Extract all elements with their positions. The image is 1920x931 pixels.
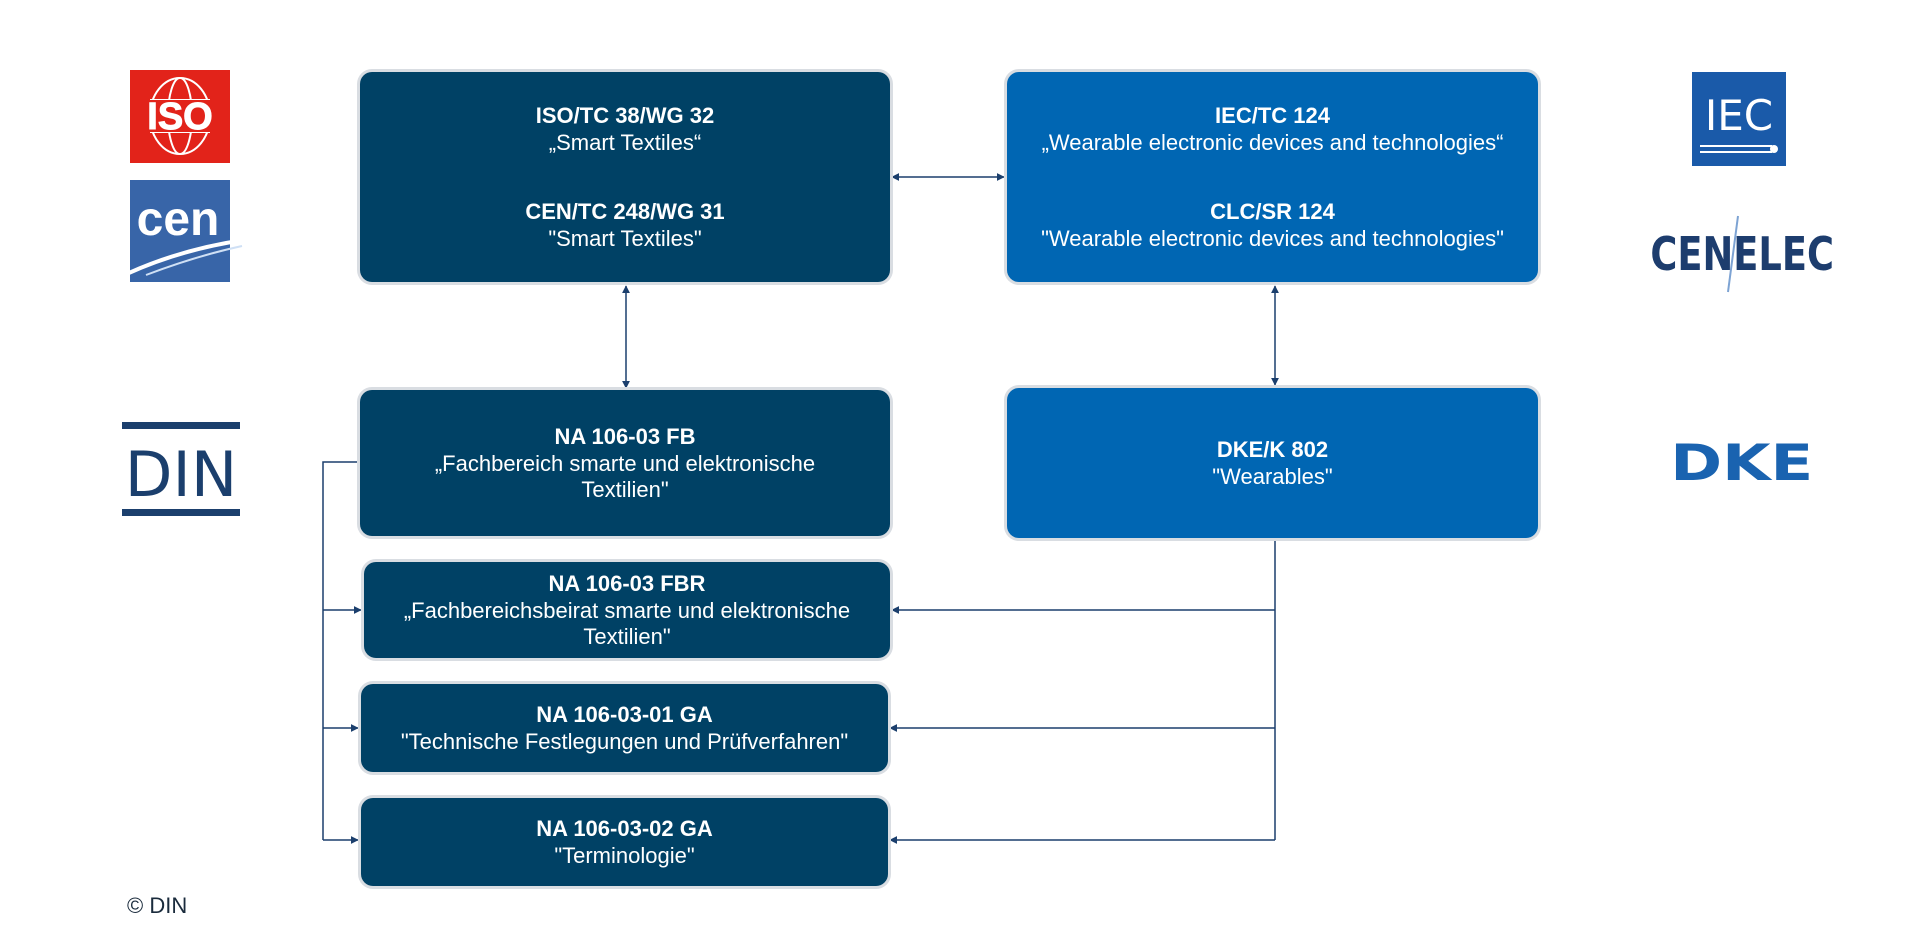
box-na-ga02-subtitle: "Terminologie" — [554, 843, 695, 868]
iec-logo: IEC — [1692, 72, 1786, 166]
cen-logo: cen — [117, 180, 245, 282]
box-na-ga02-title: NA 106-03-02 GA — [536, 816, 713, 841]
iso-logo: ISO — [130, 70, 230, 163]
box-na-fbr: NA 106-03 FBR „Fachbereichsbeirat smarte… — [364, 562, 890, 658]
box-dke-title: DKE/K 802 — [1216, 437, 1329, 462]
box-iso-subtitle: „Smart Textiles“ — [548, 130, 702, 155]
box-clc-title: CLC/SR 124 — [1210, 199, 1335, 224]
svg-text:DKE: DKE — [1670, 438, 1813, 484]
box-iec-clc: IEC/TC 124 „Wearable electronic devices … — [1007, 72, 1538, 282]
svg-text:CENELEC: CENELEC — [1652, 227, 1832, 281]
box-cen-subtitle: "Smart Textiles" — [548, 226, 702, 251]
box-cen-title: CEN/TC 248/WG 31 — [525, 199, 725, 224]
din-logo: DIN — [122, 422, 240, 516]
box-iso-title: ISO/TC 38/WG 32 — [535, 103, 715, 128]
box-iso-cen: ISO/TC 38/WG 32 „Smart Textiles“ CEN/TC … — [360, 72, 890, 282]
box-na-fbr-subtitle: „Fachbereichsbeirat smarte und elektroni… — [403, 598, 851, 649]
svg-text:ISO: ISO — [147, 96, 212, 138]
box-na-fb-subtitle: „Fachbereich smarte und elektronische Te… — [434, 451, 816, 502]
box-iec-subtitle: „Wearable electronic devices and technol… — [1041, 130, 1504, 155]
bracket-din — [322, 461, 358, 840]
box-iec-title: IEC/TC 124 — [1215, 103, 1330, 128]
svg-text:DIN: DIN — [125, 438, 237, 511]
box-na-ga01-subtitle: "Technische Festlegungen und Prüfverfahr… — [400, 729, 849, 754]
svg-text:cen: cen — [137, 193, 220, 246]
box-na-fb-title: NA 106-03 FB — [554, 424, 696, 449]
dke-logo: DKE — [1670, 438, 1813, 484]
svg-text:IEC: IEC — [1705, 91, 1773, 140]
box-dke-subtitle: "Wearables" — [1212, 464, 1333, 489]
box-na-fbr-title: NA 106-03 FBR — [548, 571, 706, 596]
cenelec-logo: CENELEC — [1652, 215, 1832, 293]
box-na-ga01-title: NA 106-03-01 GA — [536, 702, 713, 727]
box-na-ga02: NA 106-03-02 GA "Terminologie" — [361, 798, 888, 886]
box-na-ga01: NA 106-03-01 GA "Technische Festlegungen… — [361, 684, 888, 772]
copyright: © DIN — [127, 893, 188, 918]
box-dke: DKE/K 802 "Wearables" — [1007, 388, 1538, 538]
box-na-fb: NA 106-03 FB „Fachbereich smarte und ele… — [360, 390, 890, 536]
box-clc-subtitle: "Wearable electronic devices and technol… — [1041, 226, 1504, 251]
